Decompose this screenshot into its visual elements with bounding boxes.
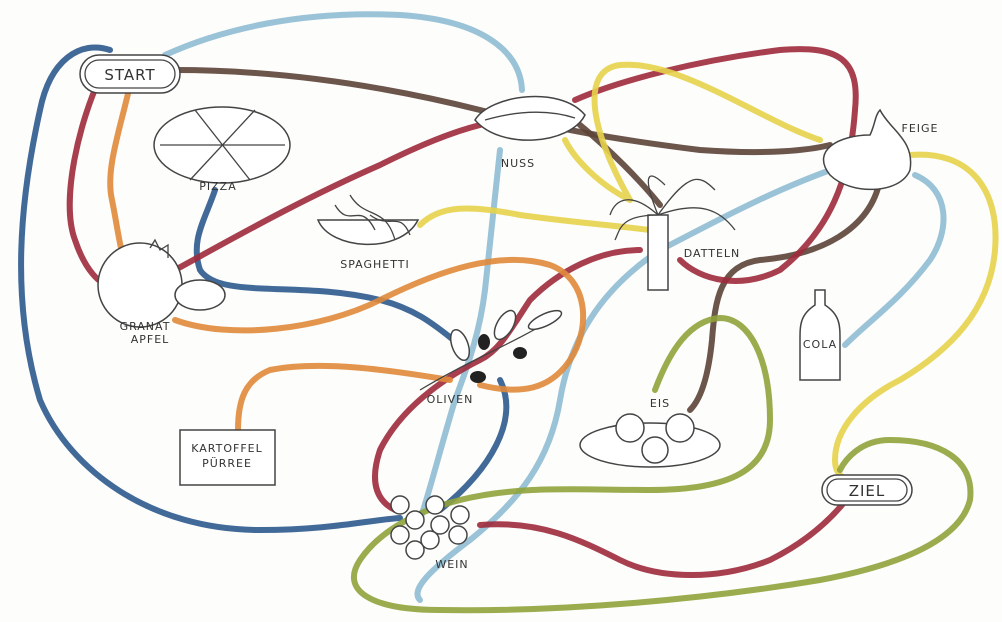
route-lightblue-start-nuss [165,14,522,90]
ice-cream-scoop-icon-2 [666,414,694,442]
node-ziel: ZIEL [822,475,912,505]
pomegranate-icon [98,243,182,327]
granatapfel-label-2: APFEL [131,333,170,346]
node-wein: WEIN [391,496,469,571]
ziel-label: ZIEL [849,482,886,500]
node-pizza: PIZZA [154,107,290,193]
olive-fruit-icon-3 [470,371,486,383]
fig-icon [824,110,911,189]
oliven-label: OLIVEN [427,393,474,406]
node-spaghetti: SPAGHETTI [318,195,418,271]
route-yellow-feige-ziel [835,155,996,480]
feige-label: FEIGE [902,122,939,135]
pomegranate-half-icon [175,280,225,310]
spaghetti-label: SPAGHETTI [340,258,409,271]
olive-fruit-icon [478,334,490,350]
olive-fruit-icon-2 [513,347,527,359]
node-start: START [80,55,180,93]
granatapfel-label-1: GRANAT [120,320,171,333]
start-label: START [104,66,155,84]
pizza-label: PIZZA [199,180,236,193]
kartoffel-label-1: KARTOFFEL [191,442,263,455]
route-yellow-spaghetti-datteln [420,208,650,230]
route-red-datteln-wein [375,250,640,510]
cola-label: COLA [803,338,837,351]
route-lightblue-feige-cola [845,175,944,345]
node-kartoffelpueree: KARTOFFEL PÜRREE [180,430,275,485]
route-orange-start-granatapfel [110,85,130,260]
node-oliven: OLIVEN [420,307,564,406]
nuss-label: NUSS [501,157,535,170]
route-red-start-granatapfel [70,78,110,285]
palm-trunk-icon [648,215,668,290]
route-red-wein-ziel [480,495,850,575]
wein-label: WEIN [435,558,468,571]
ice-cream-scoop-icon [616,414,644,442]
eis-label: EIS [650,397,670,410]
olive-leaf-icon-3 [526,307,564,333]
node-nuss: NUSS [475,96,585,170]
node-eis: EIS [580,397,720,467]
ice-cream-scoop-icon-3 [642,437,668,463]
datteln-label: DATTELN [684,247,741,260]
kartoffel-label-2: PÜRREE [202,457,252,470]
node-cola: COLA [800,290,840,380]
cola-bottle-icon [800,290,840,380]
